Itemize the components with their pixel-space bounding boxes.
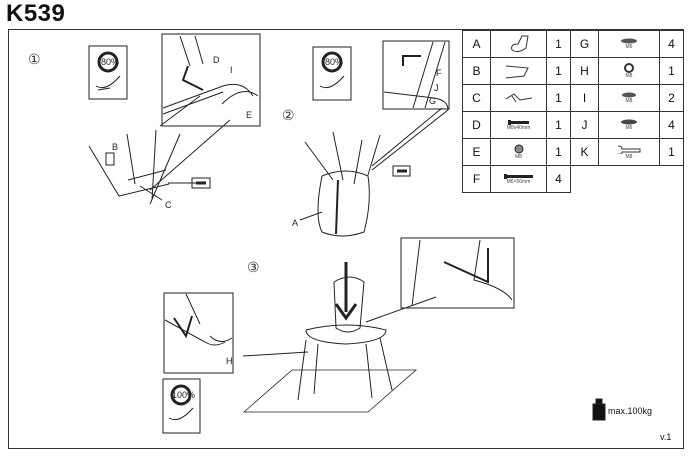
step-2-detail-inset: F J G bbox=[382, 40, 450, 111]
step-1-chair-frame: B C bbox=[88, 95, 231, 210]
svg-text:100%: 100% bbox=[172, 390, 195, 400]
seat-shell-icon bbox=[490, 30, 547, 58]
table-row: D M8x40mm 1 J M6 4 bbox=[462, 111, 684, 139]
spring-washer-icon: M6 bbox=[598, 111, 660, 139]
part-letter: C bbox=[462, 84, 491, 112]
max-weight-label: max.100kg bbox=[608, 406, 653, 416]
step-3-chair bbox=[242, 262, 437, 413]
step-1-number: ① bbox=[28, 52, 41, 68]
part-qty: 1 bbox=[546, 138, 571, 166]
cap-nut-icon: M8 bbox=[598, 57, 660, 85]
part-qty: 4 bbox=[546, 165, 571, 193]
washer-icon: M8 bbox=[598, 84, 660, 112]
part-letter: H bbox=[570, 57, 599, 85]
table-row: B 1 H M8 1 bbox=[462, 57, 684, 85]
part-letter: D bbox=[462, 111, 491, 139]
table-empty-cell bbox=[571, 166, 684, 193]
step-2-chair: A bbox=[292, 107, 449, 237]
svg-text:I: I bbox=[230, 65, 233, 75]
part-qty: 1 bbox=[546, 57, 571, 85]
step-3-number: ③ bbox=[247, 260, 260, 276]
page-title: K539 bbox=[6, 0, 66, 27]
svg-text:F: F bbox=[436, 68, 442, 78]
part-qty: 1 bbox=[546, 84, 571, 112]
svg-text:G: G bbox=[429, 96, 436, 106]
table-row: F M6×50mm 4 bbox=[462, 165, 684, 193]
step-3-detail-inset-top bbox=[400, 237, 515, 309]
washer-icon: M6 bbox=[598, 30, 660, 58]
part-qty: 1 bbox=[546, 30, 571, 58]
part-qty: 2 bbox=[659, 84, 684, 112]
bolt-icon: M8x40mm bbox=[490, 111, 547, 139]
leg-frame-small-icon bbox=[490, 84, 547, 112]
step-2-number: ② bbox=[282, 108, 295, 124]
svg-text:H: H bbox=[226, 356, 233, 366]
part-letter: F bbox=[462, 165, 491, 193]
table-row: C 1 I M8 2 bbox=[462, 84, 684, 112]
svg-text:E: E bbox=[246, 110, 252, 120]
parts-table: A 1 G M6 4 B 1 H M8 1 C 1 I M8 2 D M8x40… bbox=[462, 30, 684, 193]
part-qty: 4 bbox=[659, 111, 684, 139]
step-1-detail-inset: D I E bbox=[161, 33, 261, 127]
part-letter: I bbox=[570, 84, 599, 112]
tighten-80-box-1: 80% bbox=[88, 45, 128, 100]
svg-text:D: D bbox=[213, 55, 220, 65]
part-qty: 1 bbox=[659, 138, 684, 166]
tighten-80-box-2: 80% bbox=[312, 46, 352, 101]
part-letter: J bbox=[570, 111, 599, 139]
table-row: A 1 G M6 4 bbox=[462, 30, 684, 58]
svg-text:A: A bbox=[292, 218, 298, 228]
nut-icon: M8 bbox=[490, 138, 547, 166]
svg-text:B: B bbox=[112, 142, 118, 152]
tighten-100-box: 100% bbox=[162, 378, 201, 434]
bolt-icon: M6×50mm bbox=[490, 165, 547, 193]
part-letter: G bbox=[570, 30, 599, 58]
version-label: v.1 bbox=[660, 432, 672, 442]
step-3-detail-inset-left: H bbox=[163, 292, 234, 374]
part-letter: E bbox=[462, 138, 491, 166]
svg-text:J: J bbox=[434, 83, 439, 93]
part-qty: 1 bbox=[659, 57, 684, 85]
part-letter: K bbox=[570, 138, 599, 166]
svg-text:80%: 80% bbox=[101, 57, 119, 67]
table-row: E M8 1 K M8 1 bbox=[462, 138, 684, 166]
part-qty: 4 bbox=[659, 30, 684, 58]
svg-text:80%: 80% bbox=[325, 57, 343, 67]
weight-icon bbox=[592, 398, 606, 421]
svg-text:C: C bbox=[165, 200, 172, 210]
part-letter: A bbox=[462, 30, 491, 58]
part-qty: 1 bbox=[546, 111, 571, 139]
wrench-icon: M8 bbox=[598, 138, 660, 166]
leg-frame-icon bbox=[490, 57, 547, 85]
instruction-frame bbox=[8, 29, 684, 449]
part-letter: B bbox=[462, 57, 491, 85]
